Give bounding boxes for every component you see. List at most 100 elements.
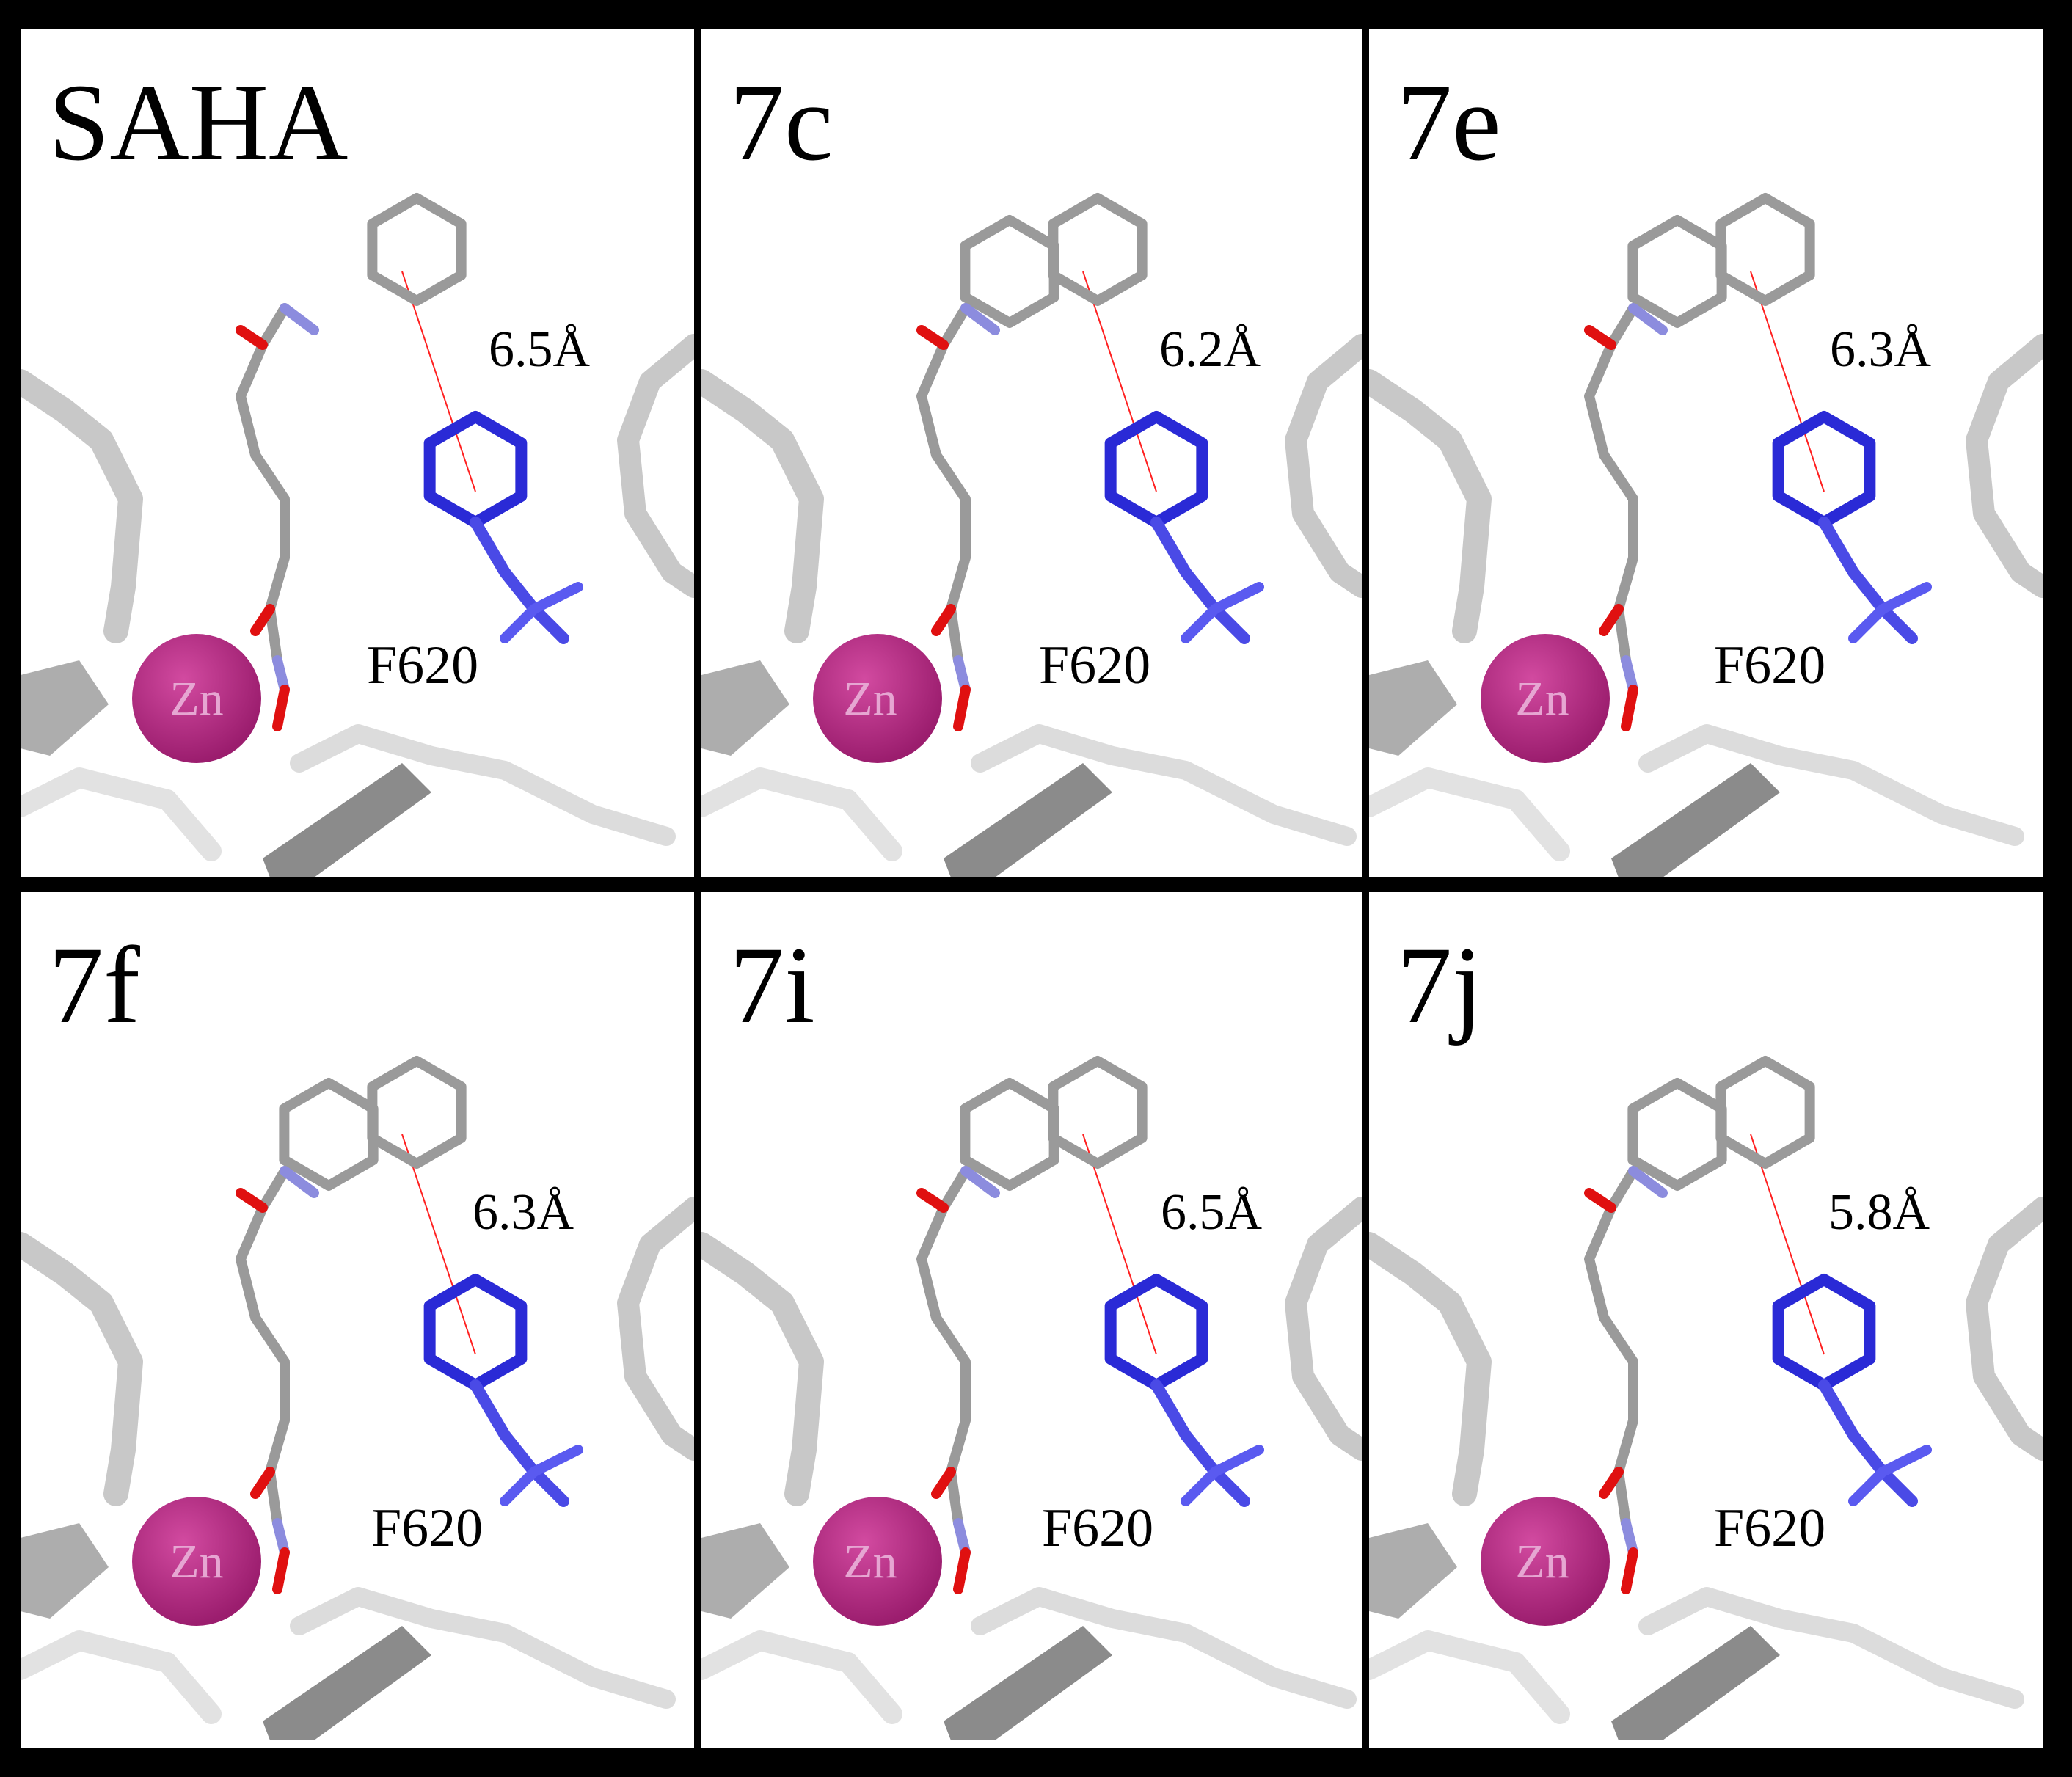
hydroxamate-oxygen xyxy=(1599,604,1624,636)
ligand-linker xyxy=(916,303,971,665)
ribbon-coil xyxy=(1369,1630,1570,1724)
phe-backbone xyxy=(1150,1379,1250,1507)
panel-saha: SAHA 6.5Å F620 Zn xyxy=(21,29,694,877)
residue-label-f620: F620 xyxy=(371,1498,484,1558)
zinc-label: Zn xyxy=(843,1535,897,1588)
zinc-ion xyxy=(813,634,942,763)
hydroxamate-oxygen xyxy=(1599,1467,1624,1499)
protein-ribbon xyxy=(1369,1197,2043,1740)
distance-line xyxy=(1750,1134,1825,1355)
ribbon-sheet xyxy=(1369,660,1457,756)
phenylalanine-f620 xyxy=(1104,1274,1264,1507)
zinc-label: Zn xyxy=(1515,672,1569,726)
panel-label: SAHA xyxy=(48,62,349,183)
ligand-linker xyxy=(916,1166,971,1528)
ligand-linker xyxy=(1584,1166,1638,1528)
phe-backbone xyxy=(500,1467,539,1506)
phe-backbone xyxy=(470,517,569,644)
molecular-scene xyxy=(701,193,1362,877)
molecular-scene xyxy=(1369,1056,2043,1740)
phe-ring xyxy=(1772,1274,1876,1391)
hydroxamate-oxygen xyxy=(272,1547,290,1594)
ligand-ring xyxy=(1715,193,1815,306)
ligand-ring xyxy=(1627,1078,1727,1191)
panel-label: 7j xyxy=(1397,924,1483,1046)
hydroxamate-oxygen xyxy=(931,604,956,636)
zinc-label: Zn xyxy=(169,672,224,726)
carbonyl-oxygen xyxy=(236,1188,268,1213)
phe-backbone xyxy=(470,1379,569,1507)
ribbon-sheet xyxy=(944,763,1112,877)
residue-label-f620: F620 xyxy=(1042,1498,1154,1558)
distance-label: 6.3Å xyxy=(468,1186,579,1240)
distance-label: 6.5Å xyxy=(484,323,595,377)
ribbon-coil xyxy=(1285,1197,1362,1461)
ligand-ring xyxy=(279,1078,379,1191)
ribbon-sheet xyxy=(21,660,109,756)
panel-7e: 7e 6.3Å F620 Zn xyxy=(1369,29,2043,877)
panel-7i: 7i 6.5Å F620 Zn xyxy=(701,892,1362,1748)
carbonyl-oxygen xyxy=(916,325,949,350)
ribbon-coil xyxy=(1638,724,2024,846)
molecular-scene xyxy=(701,1056,1362,1740)
panel-7j: 7j 5.8Å F620 Zn xyxy=(1369,892,2043,1748)
ribbon-sheet xyxy=(1369,1523,1457,1619)
phe-backbone xyxy=(1818,1379,1918,1507)
molecular-scene xyxy=(21,1056,694,1740)
ribbon-coil xyxy=(290,1587,676,1709)
amide-nitrogen xyxy=(1628,1166,1668,1198)
ribbon-sheet xyxy=(263,763,431,877)
ribbon-coil xyxy=(290,724,676,846)
amide-nitrogen xyxy=(280,303,319,335)
amide-nitrogen xyxy=(280,1166,319,1198)
ribbon-coil xyxy=(21,1232,143,1506)
panel-7f: 7f 6.3Å F620 Zn xyxy=(21,892,694,1748)
panel-label: 7c xyxy=(729,62,833,183)
zinc-label: Zn xyxy=(169,1535,224,1588)
hydroxamate-oxygen xyxy=(250,1467,275,1499)
ribbon-sheet xyxy=(1611,1626,1780,1740)
ribbon-sheet xyxy=(263,1626,431,1740)
hydroxamate-oxygen xyxy=(931,1467,956,1499)
zinc-label: Zn xyxy=(1515,1535,1569,1588)
phe-backbone xyxy=(529,1445,583,1477)
ligand xyxy=(236,193,467,731)
ribbon-coil xyxy=(21,1630,222,1724)
zinc-ion xyxy=(813,1497,942,1626)
distance-label: 6.2Å xyxy=(1155,323,1266,377)
amide-nitrogen xyxy=(1628,303,1668,335)
molecular-scene xyxy=(21,193,694,877)
carbonyl-oxygen xyxy=(236,325,268,350)
protein-ribbon xyxy=(701,334,1362,877)
ribbon-coil xyxy=(21,767,222,861)
ribbon-coil xyxy=(701,1232,824,1506)
phe-ring xyxy=(423,1274,528,1391)
panel-7c: 7c 6.2Å F620 Zn xyxy=(701,29,1362,877)
phenylalanine-f620 xyxy=(1772,411,1932,644)
protein-ribbon xyxy=(21,334,694,877)
hydroxamate-oxygen xyxy=(272,685,290,731)
phe-ring xyxy=(1104,411,1208,528)
carbonyl-oxygen xyxy=(1584,1188,1616,1213)
phenylalanine-f620 xyxy=(423,1274,583,1507)
panel-label: 7i xyxy=(729,924,815,1046)
ribbon-coil xyxy=(21,369,143,643)
ligand-ring xyxy=(1715,1056,1815,1169)
ribbon-coil xyxy=(1369,369,1492,643)
residue-label-f620: F620 xyxy=(1039,635,1151,696)
hydroxamate-oxygen xyxy=(953,1547,971,1594)
ligand-ring xyxy=(367,193,467,306)
distance-label: 6.3Å xyxy=(1825,323,1936,377)
phe-backbone xyxy=(1210,582,1264,614)
carbonyl-oxygen xyxy=(916,1188,949,1213)
ligand xyxy=(916,1056,1148,1594)
distance-line xyxy=(1082,1134,1157,1355)
ribbon-coil xyxy=(617,1197,694,1461)
ligand xyxy=(236,1056,467,1594)
ribbon-coil xyxy=(701,1630,902,1724)
ribbon-sheet xyxy=(944,1626,1112,1740)
distance-line xyxy=(401,1134,476,1355)
ligand-linker xyxy=(1584,303,1638,665)
phenylalanine-f620 xyxy=(1772,1274,1932,1507)
phe-backbone xyxy=(1818,517,1918,644)
